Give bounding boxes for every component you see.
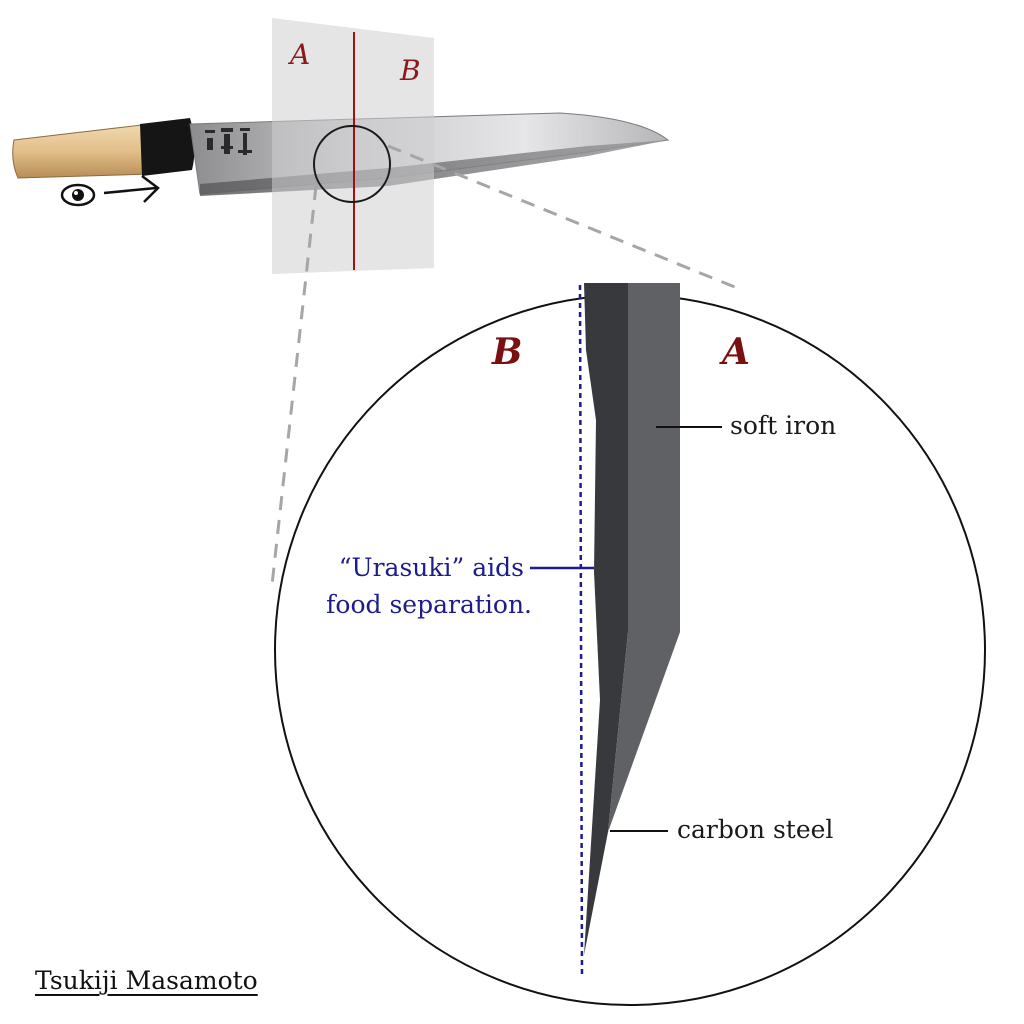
detail-label-b: B	[491, 331, 522, 373]
cutting-plane: A B	[272, 18, 434, 274]
urasuki-label-line1: “Urasuki” aids	[339, 553, 524, 582]
detail-view: B A soft iron “Urasuki” aids food separa…	[274, 283, 986, 1006]
urasuki-label-line2: food separation.	[326, 590, 532, 619]
arrow-right-icon	[103, 175, 160, 203]
carbon-steel-layer	[584, 283, 628, 955]
detail-label-a: A	[719, 331, 750, 373]
knife-ferrule	[140, 118, 195, 176]
zoom-guide-right	[387, 144, 743, 292]
maker-stamp-marks	[205, 128, 252, 155]
zoom-guide-left	[270, 185, 318, 586]
soft-iron-label: soft iron	[730, 411, 836, 440]
carbon-steel-label: carbon steel	[677, 815, 833, 844]
urasuki-reference-line	[578, 284, 584, 976]
maker-label: Tsukiji Masamoto	[35, 966, 258, 995]
plane-label-a: A	[287, 38, 310, 71]
knife-handle	[12, 123, 153, 179]
eye-icon	[60, 183, 96, 207]
soft-iron-layer	[608, 283, 680, 832]
magnifier-circle	[313, 125, 391, 203]
plane-label-b: B	[399, 54, 421, 87]
